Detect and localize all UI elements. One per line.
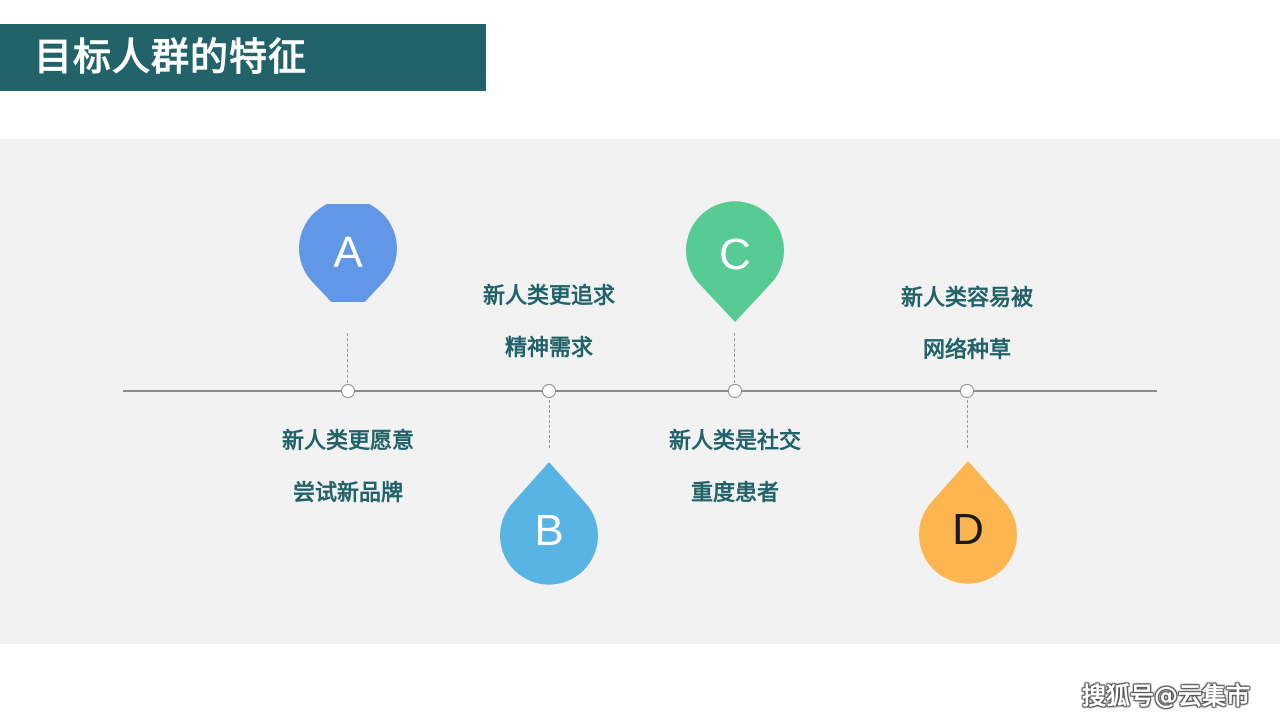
description-a-line2: 尝试新品牌 <box>292 481 403 506</box>
connector-a <box>347 333 348 383</box>
connector-d <box>967 400 968 448</box>
page-title: 目标人群的特征 <box>34 35 308 79</box>
description-c-line2: 重度患者 <box>690 481 779 506</box>
description-b-line1: 新人类更追求 <box>482 284 615 309</box>
description-b-line2: 精神需求 <box>504 336 593 361</box>
description-a: 新人类更愿意 尝试新品牌 <box>238 416 458 520</box>
marker-b: B <box>500 462 598 585</box>
description-c-line1: 新人类是社交 <box>668 429 801 454</box>
pin-a-fill <box>299 204 397 302</box>
description-d-line2: 网络种草 <box>922 338 1011 363</box>
description-d-line1: 新人类容易被 <box>900 286 1033 311</box>
pin-up-shape <box>299 204 397 302</box>
connector-c <box>734 333 735 383</box>
pin-c-fill <box>686 201 784 322</box>
marker-c: C <box>686 201 784 322</box>
marker-letter-b: B <box>534 506 564 555</box>
pin-d-fill <box>919 461 1017 584</box>
timeline-node-d <box>960 384 974 398</box>
description-c: 新人类是社交 重度患者 <box>625 416 845 520</box>
marker-letter-a: A <box>333 228 363 277</box>
pin-up-shape <box>686 201 784 322</box>
watermark: 搜狐号@云集市 <box>1082 682 1250 710</box>
marker-letter-d: D <box>952 505 984 554</box>
pin-down-shape <box>500 462 598 585</box>
timeline-axis <box>123 390 1157 392</box>
marker-d: D <box>919 461 1017 584</box>
pin-down-shape <box>919 461 1017 584</box>
timeline-node-c <box>728 384 742 398</box>
pin-b-fill <box>500 462 598 585</box>
description-a-line1: 新人类更愿意 <box>281 429 414 454</box>
timeline-node-b <box>542 384 556 398</box>
description-d: 新人类容易被 网络种草 <box>857 273 1077 377</box>
marker-a: A <box>299 204 397 302</box>
timeline-node-a <box>341 384 355 398</box>
description-b: 新人类更追求 精神需求 <box>439 271 659 375</box>
marker-letter-c: C <box>719 230 751 279</box>
connector-b <box>549 400 550 448</box>
title-banner: 目标人群的特征 <box>0 24 486 91</box>
